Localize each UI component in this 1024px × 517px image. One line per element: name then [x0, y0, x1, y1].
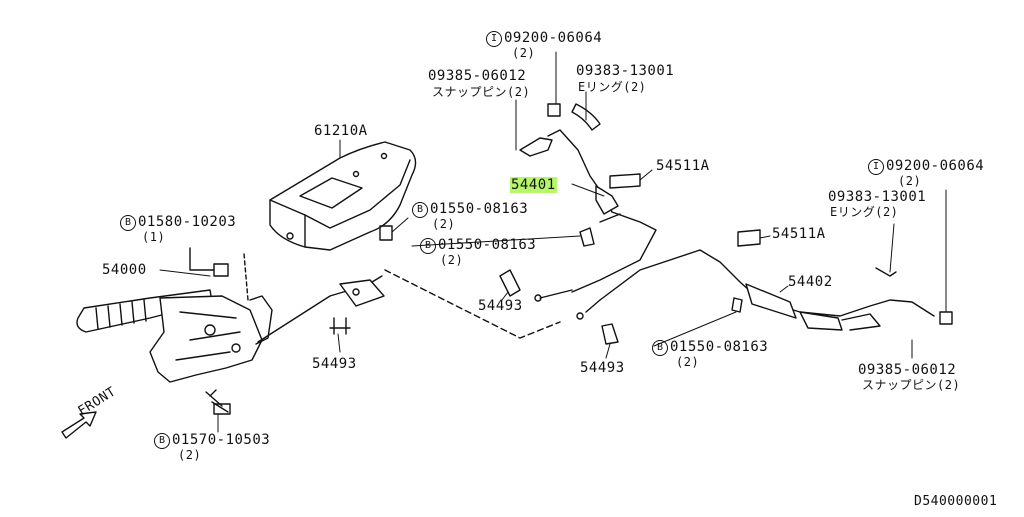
callout-qty: (2): [512, 46, 536, 60]
callout-part: 09200-06064: [504, 30, 603, 46]
callout-note: Eリング(2): [830, 205, 899, 219]
callout-part: 61210A: [314, 123, 368, 139]
callout-label: 54401: [510, 177, 557, 193]
callout-part: 01580-10203: [138, 214, 237, 230]
callout-part: 54511A: [772, 226, 826, 242]
hand-brake-lever-54000: [76, 247, 351, 415]
callout-part: 09385-06012: [428, 68, 527, 84]
callout-prefix: B: [154, 433, 170, 449]
callout-part: 54511A: [656, 158, 710, 174]
callout-note: スナップピン(2): [862, 378, 961, 392]
callout-part: 01550-08163: [430, 201, 529, 217]
callout-qty: (2): [898, 174, 922, 188]
leader-lines: [159, 51, 947, 433]
diagram-id: D540000001: [914, 494, 998, 509]
callout-part: 54493: [312, 356, 357, 372]
callout-part: 09385-06012: [858, 362, 957, 378]
callout-qty: (1): [142, 230, 166, 244]
callout-prefix: B: [420, 238, 436, 254]
callout-part: 09383-13001: [828, 189, 927, 205]
callout-part: 54493: [580, 360, 625, 376]
callout-part: 01550-08163: [438, 237, 537, 253]
callout-prefix: I: [486, 31, 502, 47]
callout-qty: (2): [676, 355, 700, 369]
callout-part: 09383-13001: [576, 63, 675, 79]
callout-part: 54493: [478, 298, 523, 314]
callout-prefix: B: [120, 215, 136, 231]
callout-prefix: B: [412, 202, 428, 218]
front-arrow-icon: [61, 411, 97, 439]
callout-part: 01570-10503: [172, 432, 271, 448]
callout-note: スナップピン(2): [432, 85, 531, 99]
callout-note: Eリング(2): [578, 80, 647, 94]
callout-qty: (2): [432, 217, 456, 231]
console-cover-61210a: [269, 141, 417, 251]
callout-part: 54402: [788, 274, 833, 290]
callout-part: 09200-06064: [886, 158, 985, 174]
callout-prefix: B: [652, 340, 668, 356]
callout-qty: (2): [178, 448, 202, 462]
callout-part: 54000: [102, 262, 147, 278]
callout-part-highlighted: 54401: [510, 177, 557, 193]
cable-54401: [519, 129, 657, 302]
cable-54402: [576, 249, 935, 331]
callout-qty: (2): [440, 253, 464, 267]
callout-part: 01550-08163: [670, 339, 769, 355]
callout-prefix: I: [868, 159, 884, 175]
front-equalizer: [329, 269, 561, 339]
